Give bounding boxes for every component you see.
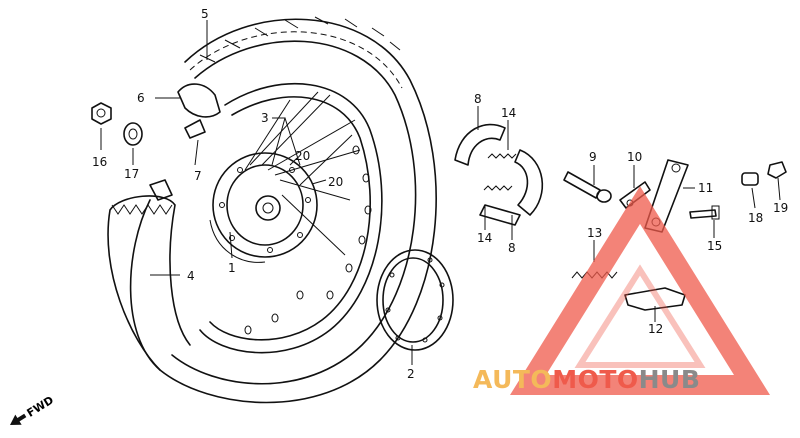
callout-2: 2 — [407, 367, 415, 381]
brake-shoe-lower — [479, 149, 544, 226]
callout-9: 9 — [589, 150, 597, 164]
tire — [129, 16, 437, 404]
svg-text:AUTOMOTOHUB: AUTOMOTOHUB — [473, 365, 700, 394]
callout-10: 10 — [627, 150, 642, 164]
shoe-spring-lower — [483, 185, 513, 191]
rim-holes — [244, 145, 372, 335]
callout-20b: 20 — [328, 175, 343, 189]
rim-band — [177, 83, 221, 139]
callout-5: 5 — [201, 7, 209, 21]
callout-11: 11 — [698, 181, 713, 195]
brake-cam — [563, 171, 612, 203]
callout-14b: 14 — [477, 231, 492, 245]
arm-bolt — [689, 205, 720, 220]
callout-13: 13 — [587, 226, 602, 240]
callout-8b: 8 — [508, 241, 516, 255]
brake-panel — [376, 249, 454, 351]
callout-16: 16 — [92, 155, 107, 169]
callout-4: 4 — [187, 269, 195, 283]
logo-word-moto: MOTO — [552, 365, 638, 394]
callout-17: 17 — [124, 167, 139, 181]
logo-word-auto: AUTO — [473, 365, 552, 394]
rim — [199, 82, 383, 354]
leader-lines — [100, 20, 781, 365]
callouts: 5 6 7 3 20 20 1 4 2 16 17 8 14 14 8 9 10… — [92, 7, 788, 381]
washer — [123, 122, 143, 146]
forward-arrow: FWD — [10, 394, 56, 425]
callout-15: 15 — [707, 239, 722, 253]
stopper-plate — [624, 287, 686, 311]
hub — [209, 152, 318, 263]
callout-19: 19 — [773, 201, 788, 215]
callout-20a: 20 — [295, 149, 310, 163]
callout-18: 18 — [748, 211, 763, 225]
callout-14a: 14 — [501, 106, 516, 120]
callout-8a: 8 — [474, 92, 482, 106]
grease-fitting — [767, 161, 787, 179]
logo-triangle-icon — [510, 186, 770, 395]
fwd-label: FWD — [25, 394, 56, 420]
callout-1: 1 — [228, 261, 236, 275]
brake-shoe-upper — [454, 123, 506, 166]
callout-12: 12 — [648, 322, 663, 336]
callout-7: 7 — [194, 169, 202, 183]
callout-6: 6 — [137, 91, 145, 105]
shoe-spring-upper — [487, 153, 517, 159]
axle-nut — [91, 102, 112, 125]
dust-cap — [741, 172, 759, 186]
callout-3: 3 — [261, 111, 269, 125]
logo-word-hub: HUB — [639, 365, 701, 394]
watermark-logo: AUTOMOTOHUB — [473, 186, 770, 395]
inner-tube — [107, 179, 191, 371]
